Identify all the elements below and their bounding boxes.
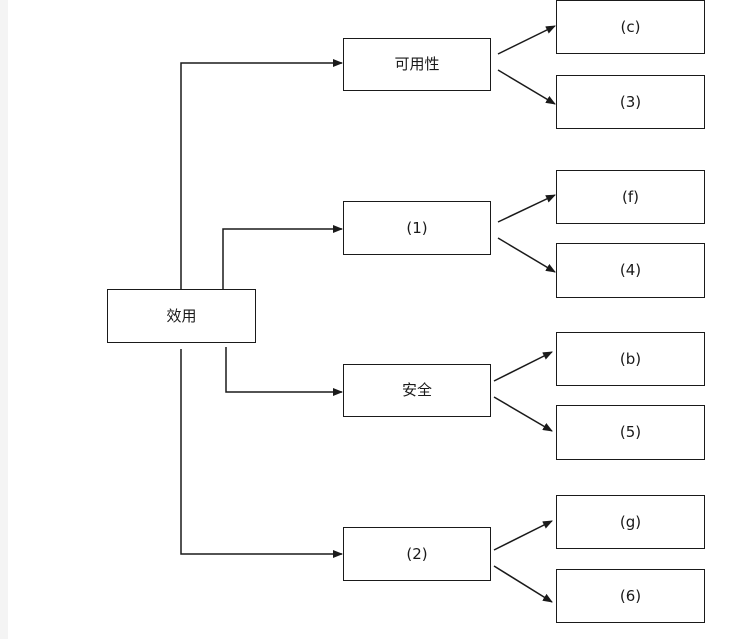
branch-node-2: (1) (343, 201, 491, 255)
leaf-node-4-1-label: (g) (619, 512, 642, 531)
connector-root-branch-3 (225, 347, 343, 396)
leaf-node-1-1-label: (c) (620, 17, 641, 36)
left-edge-strip (0, 0, 8, 639)
leaf-node-2-2-label: (4) (619, 261, 642, 279)
connector-branch-3-leaf-1 (493, 351, 553, 382)
leaf-node-4-1: (g) (556, 495, 705, 549)
leaf-node-2-1: (f) (556, 170, 705, 224)
leaf-node-4-2: (6) (556, 569, 705, 623)
branch-node-4-label: (2) (406, 544, 428, 563)
leaf-node-1-2: (3) (556, 75, 705, 129)
connector-root-branch-4 (180, 349, 343, 558)
connector-root-branch-2 (222, 225, 343, 289)
root-node: 效用 (107, 289, 256, 343)
leaf-node-3-2: (5) (556, 405, 705, 460)
branch-node-3: 安全 (343, 364, 491, 417)
branch-node-1-label: 可用性 (394, 55, 440, 73)
leaf-node-2-2: (4) (556, 243, 705, 298)
branch-node-1: 可用性 (343, 38, 491, 91)
branch-node-4: (2) (343, 527, 491, 581)
connector-root-branch-1 (180, 59, 343, 289)
connector-branch-4-leaf-2 (493, 565, 553, 603)
root-node-label: 效用 (166, 306, 197, 325)
leaf-node-4-2-label: (6) (619, 586, 642, 605)
connector-branch-4-leaf-1 (493, 520, 553, 551)
leaf-node-3-1-label: (b) (619, 349, 642, 368)
leaf-node-3-2-label: (5) (619, 423, 642, 441)
branch-node-2-label: (1) (406, 218, 428, 237)
leaf-node-3-1: (b) (556, 332, 705, 386)
connector-branch-1-leaf-2 (497, 69, 556, 105)
connector-branch-2-leaf-2 (497, 237, 556, 273)
branch-node-3-label: 安全 (401, 381, 432, 399)
leaf-node-1-1: (c) (556, 0, 705, 54)
connector-branch-2-leaf-1 (497, 194, 556, 223)
connector-branch-3-leaf-2 (493, 396, 553, 432)
leaf-node-1-2-label: (3) (619, 92, 642, 111)
leaf-node-2-1-label: (f) (622, 187, 639, 206)
connector-branch-1-leaf-1 (497, 25, 556, 55)
